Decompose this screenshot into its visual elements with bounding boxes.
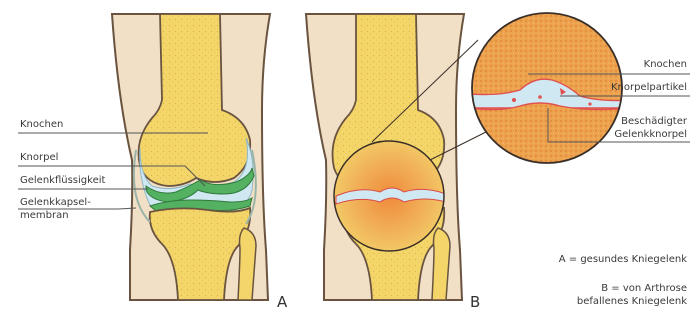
label-bone-b: Knochen bbox=[644, 59, 687, 71]
magnified-detail bbox=[470, 10, 630, 170]
label-capsule-line2: membran bbox=[20, 210, 69, 222]
label-damaged-line1: Beschädigter bbox=[621, 116, 687, 128]
fibula-a bbox=[238, 228, 256, 300]
label-cartilage-particle: Knorpelpartikel bbox=[611, 82, 687, 94]
knee-b bbox=[306, 14, 490, 300]
label-damaged-line2: Gelenkknorpel bbox=[614, 129, 687, 141]
legend-a: A = gesundes Kniegelenk bbox=[559, 254, 687, 266]
knee-a bbox=[112, 14, 270, 300]
label-cartilage-a: Knorpel bbox=[20, 152, 58, 164]
legend-b-line1: B = von Arthrose bbox=[601, 283, 687, 295]
panel-letter-a: A bbox=[277, 293, 287, 311]
legend-b-line2: befallenes Kniegelenk bbox=[577, 296, 687, 308]
fibula-b bbox=[432, 228, 450, 300]
label-synovial-fluid-a: Gelenkflüssigkeit bbox=[20, 175, 105, 187]
panel-letter-b: B bbox=[470, 293, 480, 311]
label-capsule-line1: Gelenkkapsel- bbox=[20, 197, 91, 209]
label-bone-a: Knochen bbox=[20, 119, 63, 131]
